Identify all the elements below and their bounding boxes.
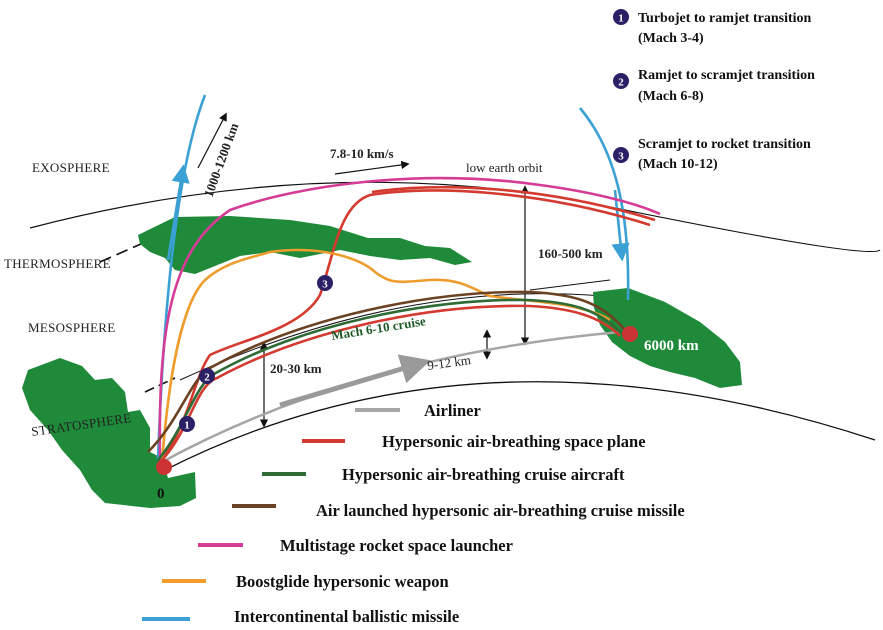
cruise-label: Mach 6-10 cruise — [330, 313, 427, 343]
space-plane-orbit-outer — [371, 185, 656, 222]
key-item-2-num: 2 — [618, 77, 624, 89]
icbm-descent — [579, 107, 630, 301]
icbm-direction-arrow — [197, 112, 227, 169]
transition-marker-1: 1 — [179, 416, 195, 432]
airliner-thick-arrow — [279, 354, 431, 408]
legend-item-boostglide: Boostglide hypersonic weapon — [162, 572, 449, 591]
key-item-1: 1 Turbojet to ramjet transition (Mach 3-… — [613, 9, 812, 46]
exosphere-label: EXOSPHERE — [32, 160, 110, 175]
orbital-speed-label: 7.8-10 km/s — [330, 146, 394, 161]
range-label: 6000 km — [644, 338, 699, 354]
key-item-3-line1: Scramjet to rocket transition — [638, 137, 811, 152]
legend-label-airliner: Airliner — [424, 401, 481, 420]
legend-label-cruise-aircraft: Hypersonic air-breathing cruise aircraft — [342, 465, 625, 484]
cruise-missile-trajectory — [147, 290, 626, 453]
space-plane-orbit — [160, 189, 651, 461]
origin-marker — [156, 459, 172, 475]
origin-landmass — [22, 358, 196, 508]
transition-key: 1 Turbojet to ramjet transition (Mach 3-… — [613, 9, 815, 172]
lower-trajectory-boundary — [179, 293, 641, 381]
key-item-1-line1: Turbojet to ramjet transition — [638, 11, 812, 26]
key-item-1-line2: (Mach 3-4) — [638, 31, 704, 46]
legend-item-rocket-launcher: Multistage rocket space launcher — [198, 536, 513, 555]
transition-marker-2-num: 2 — [204, 372, 210, 384]
transition-marker-3: 3 — [317, 275, 333, 291]
key-item-2-line2: (Mach 6-8) — [638, 89, 704, 104]
key-item-2: 2 Ramjet to scramjet transition (Mach 6-… — [613, 68, 815, 104]
mesosphere-line — [529, 279, 611, 291]
legend-item-icbm: Intercontinental ballistic missile — [142, 607, 459, 626]
legend: Airliner Hypersonic air-breathing space … — [142, 401, 685, 626]
thermosphere-label: THERMOSPHERE — [4, 256, 111, 271]
icbm-descent-arrow — [611, 189, 630, 262]
legend-label-icbm: Intercontinental ballistic missile — [234, 607, 459, 626]
legend-label-cruise-missile: Air launched hypersonic air-breathing cr… — [316, 501, 685, 520]
earth-surface-curve — [164, 381, 876, 471]
boostglide-trajectory — [160, 248, 611, 463]
legend-item-space-plane: Hypersonic air-breathing space plane — [302, 432, 646, 451]
legend-item-airliner: Airliner — [355, 401, 481, 420]
orbital-speed-arrow — [334, 160, 410, 175]
legend-item-cruise-missile: Air launched hypersonic air-breathing cr… — [232, 501, 685, 520]
transition-marker-1-num: 1 — [184, 420, 190, 432]
cruise-altitude-label: 20-30 km — [270, 361, 322, 376]
origin-label: 0 — [157, 486, 165, 502]
rocket-launcher-trajectory — [158, 176, 661, 463]
mesosphere-label: MESOSPHERE — [28, 320, 116, 335]
legend-label-rocket-launcher: Multistage rocket space launcher — [280, 536, 513, 555]
cruise-aircraft-trajectory — [157, 298, 623, 461]
key-item-1-num: 1 — [618, 13, 624, 25]
legend-label-boostglide: Boostglide hypersonic weapon — [236, 572, 449, 591]
leo-label: low earth orbit — [466, 160, 543, 175]
leo-altitude-label: 160-500 km — [538, 246, 603, 261]
legend-item-cruise-aircraft: Hypersonic air-breathing cruise aircraft — [262, 465, 625, 484]
key-item-2-line1: Ramjet to scramjet transition — [638, 68, 815, 83]
upper-landmass — [138, 216, 472, 274]
icbm-upward-arrow — [166, 164, 190, 261]
icbm-altitude-label: 1000-1200 km — [201, 121, 242, 199]
destination-marker — [622, 326, 638, 342]
key-item-3-line2: (Mach 10-12) — [638, 157, 718, 172]
transition-marker-3-num: 3 — [322, 279, 328, 291]
legend-label-space-plane: Hypersonic air-breathing space plane — [382, 432, 646, 451]
destination-landmass — [593, 288, 742, 388]
key-item-3-num: 3 — [618, 151, 624, 163]
transition-marker-2: 2 — [199, 368, 215, 384]
key-item-3: 3 Scramjet to rocket transition (Mach 10… — [613, 137, 811, 172]
airliner-altitude-label: 9-12 km — [426, 352, 471, 373]
space-plane-cruise — [161, 304, 621, 461]
